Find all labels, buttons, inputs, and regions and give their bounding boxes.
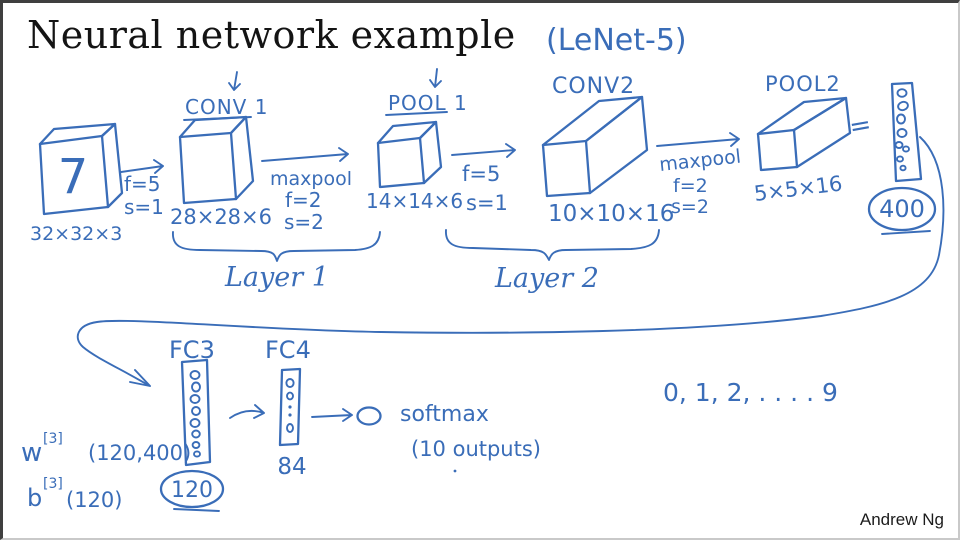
input-image-cube: 7 32×32×3 xyxy=(30,122,124,245)
flatten-underline xyxy=(881,230,931,235)
fc4-units: 84 xyxy=(277,454,306,480)
flatten-to-fc3-arrow xyxy=(76,136,945,387)
output-node xyxy=(356,406,382,426)
fc3-vector-box xyxy=(180,358,212,467)
layer1-brace: Layer 1 xyxy=(172,231,381,293)
arrow2-op: maxpool xyxy=(270,168,352,190)
fc3-units: 120 xyxy=(171,478,213,503)
conv2-label: CONV2 xyxy=(552,74,635,99)
author-credit: Andrew Ng xyxy=(859,510,944,529)
flatten-vector: = 400 xyxy=(847,81,937,235)
arrow1-filter: f=5 xyxy=(124,172,161,196)
b-shape: (120) xyxy=(66,488,122,512)
output-classes: 0, 1, 2, . . . . 9 xyxy=(663,378,838,407)
b-symbol: b xyxy=(27,484,42,512)
fc3-parameters: w [3] (120,400) b [3] (120) xyxy=(21,431,191,512)
pool1-dims: 14×14×6 xyxy=(366,189,463,213)
conv2-layer: CONV2 10×10×16 xyxy=(541,74,674,227)
arrow4-stride: s=2 xyxy=(671,196,709,218)
pool2-dims: 5×5×16 xyxy=(753,171,844,206)
arrow-pool1-conv2: f=5 s=1 xyxy=(451,143,516,215)
pool2-layer: POOL2 5×5×16 xyxy=(753,72,852,206)
pool1-label: POOL 1 xyxy=(388,91,468,115)
conv1-label: CONV 1 xyxy=(185,95,268,119)
arrow-input-conv1: f=5 s=1 xyxy=(120,159,164,219)
pool1-pointer-icon xyxy=(429,68,442,88)
conv1-pointer-icon xyxy=(228,71,241,91)
conv1-layer: CONV 1 28×28×6 xyxy=(170,71,272,229)
input-dims: 32×32×3 xyxy=(30,223,122,245)
arrow-conv1-pool1: maxpool f=2 s=2 xyxy=(261,147,352,234)
b-superscript: [3] xyxy=(43,476,63,492)
arrow-conv2-pool2: maxpool f=2 s=2 xyxy=(656,132,742,218)
w-shape: (120,400) xyxy=(88,441,191,465)
input-digit: 7 xyxy=(58,149,89,205)
softmax-label: softmax xyxy=(400,402,489,427)
layer2-brace: Layer 2 xyxy=(445,229,660,294)
arrow-fc3-fc4 xyxy=(229,404,265,419)
pool1-layer: POOL 1 14×14×6 xyxy=(366,68,468,213)
fc3-units-circle xyxy=(159,469,225,509)
arrow4-filter: f=2 xyxy=(673,175,708,197)
arrow3-filter: f=5 xyxy=(462,162,500,186)
fc4-vector-box xyxy=(278,367,302,447)
arrow3-stride: s=1 xyxy=(466,191,508,215)
w-superscript: [3] xyxy=(43,431,63,447)
equals-sign: = xyxy=(847,110,874,143)
page-title: Neural network example xyxy=(27,13,516,57)
arrow-fc4-output xyxy=(311,406,382,426)
flatten-vector-box xyxy=(890,81,923,183)
network-diagram: (LeNet-5) 7 32×32×3 f=5 s=1 CONV 1 28×28… xyxy=(21,23,945,512)
fc3-layer: FC3 120 xyxy=(159,336,225,512)
conv1-dims: 28×28×6 xyxy=(170,205,272,229)
outputs-note: (10 outputs) xyxy=(411,437,541,461)
arrow1-stride: s=1 xyxy=(124,195,164,219)
softmax-output: softmax (10 outputs) 0, 1, 2, . . . . 9 xyxy=(400,378,838,473)
w-symbol: w xyxy=(21,438,42,468)
pool1-underline xyxy=(385,111,448,116)
conv2-dims: 10×10×16 xyxy=(548,201,674,227)
arrow2-stride: s=2 xyxy=(284,210,324,234)
fc4-label: FC4 xyxy=(265,336,311,364)
fc3-units-underline xyxy=(173,508,220,512)
fc4-layer: FC4 84 xyxy=(265,336,311,480)
pool2-label: POOL2 xyxy=(765,72,841,96)
lenet5-annotation: (LeNet-5) xyxy=(546,23,687,58)
flatten-size-circle xyxy=(867,186,937,232)
arrow4-op: maxpool xyxy=(658,146,742,176)
flatten-size: 400 xyxy=(879,195,925,223)
layer1-label: Layer 1 xyxy=(224,262,329,293)
arrow2-filter: f=2 xyxy=(285,188,322,212)
layer2-label: Layer 2 xyxy=(494,263,599,294)
